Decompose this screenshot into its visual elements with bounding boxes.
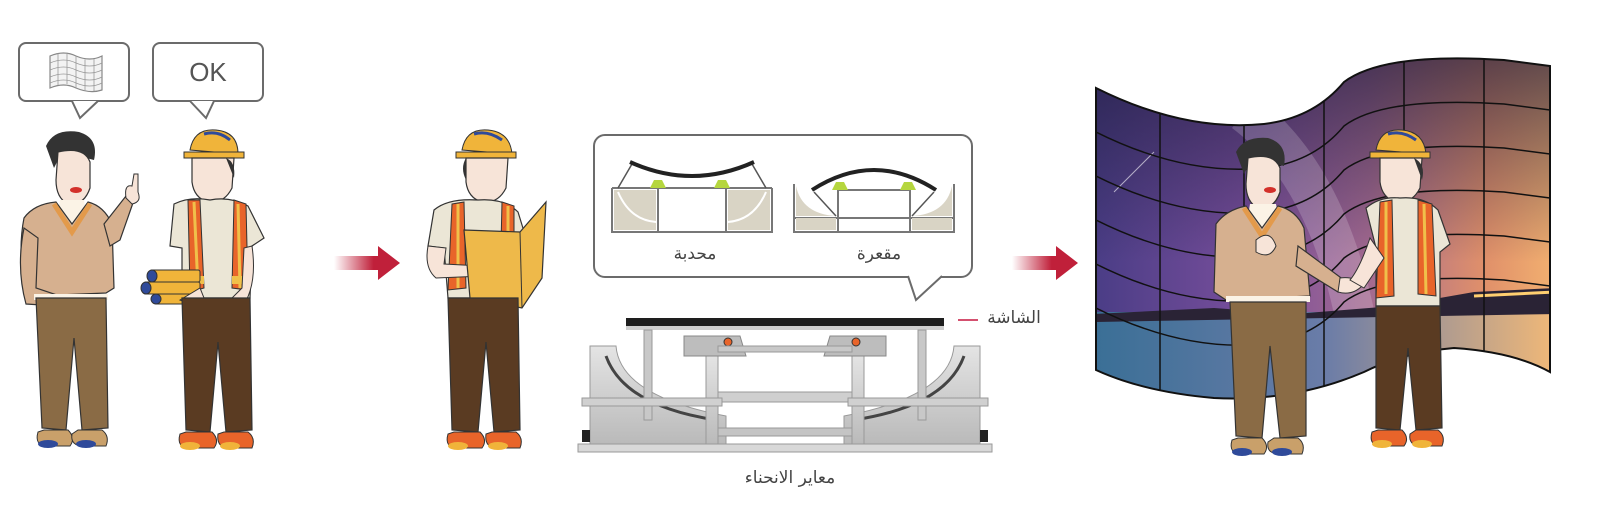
engineer-handshake-figure	[1349, 129, 1451, 448]
curved-video-wall	[1095, 57, 1551, 400]
screen-marker-line	[958, 319, 978, 321]
bubble-tail	[189, 100, 215, 120]
convex-curvature-diagram	[611, 160, 773, 233]
client-figure	[19, 131, 140, 448]
ok-text: OK	[189, 57, 227, 87]
convex-label: محدبة	[673, 244, 717, 264]
speech-bubble-display-icon	[18, 42, 130, 102]
concave-curvature-diagram	[793, 168, 955, 233]
screen-label: الشاشة	[987, 308, 1041, 328]
engineer-reading-plan-figure	[426, 129, 547, 450]
curved-display-grid-icon	[49, 52, 103, 93]
engineer-with-blueprints-figure	[140, 129, 265, 450]
speech-bubble-ok: OK	[152, 42, 264, 102]
curvature-jig-caption: معاير الانحناء	[744, 468, 836, 488]
concave-label: مقعرة	[856, 244, 902, 264]
arrow-right-icon	[1012, 246, 1078, 280]
callout-tail	[907, 272, 943, 302]
bubble-tail	[71, 100, 99, 120]
client-handshake-figure	[1213, 137, 1363, 456]
arrow-right-icon	[334, 246, 400, 280]
curvature-jig-device	[577, 318, 993, 453]
